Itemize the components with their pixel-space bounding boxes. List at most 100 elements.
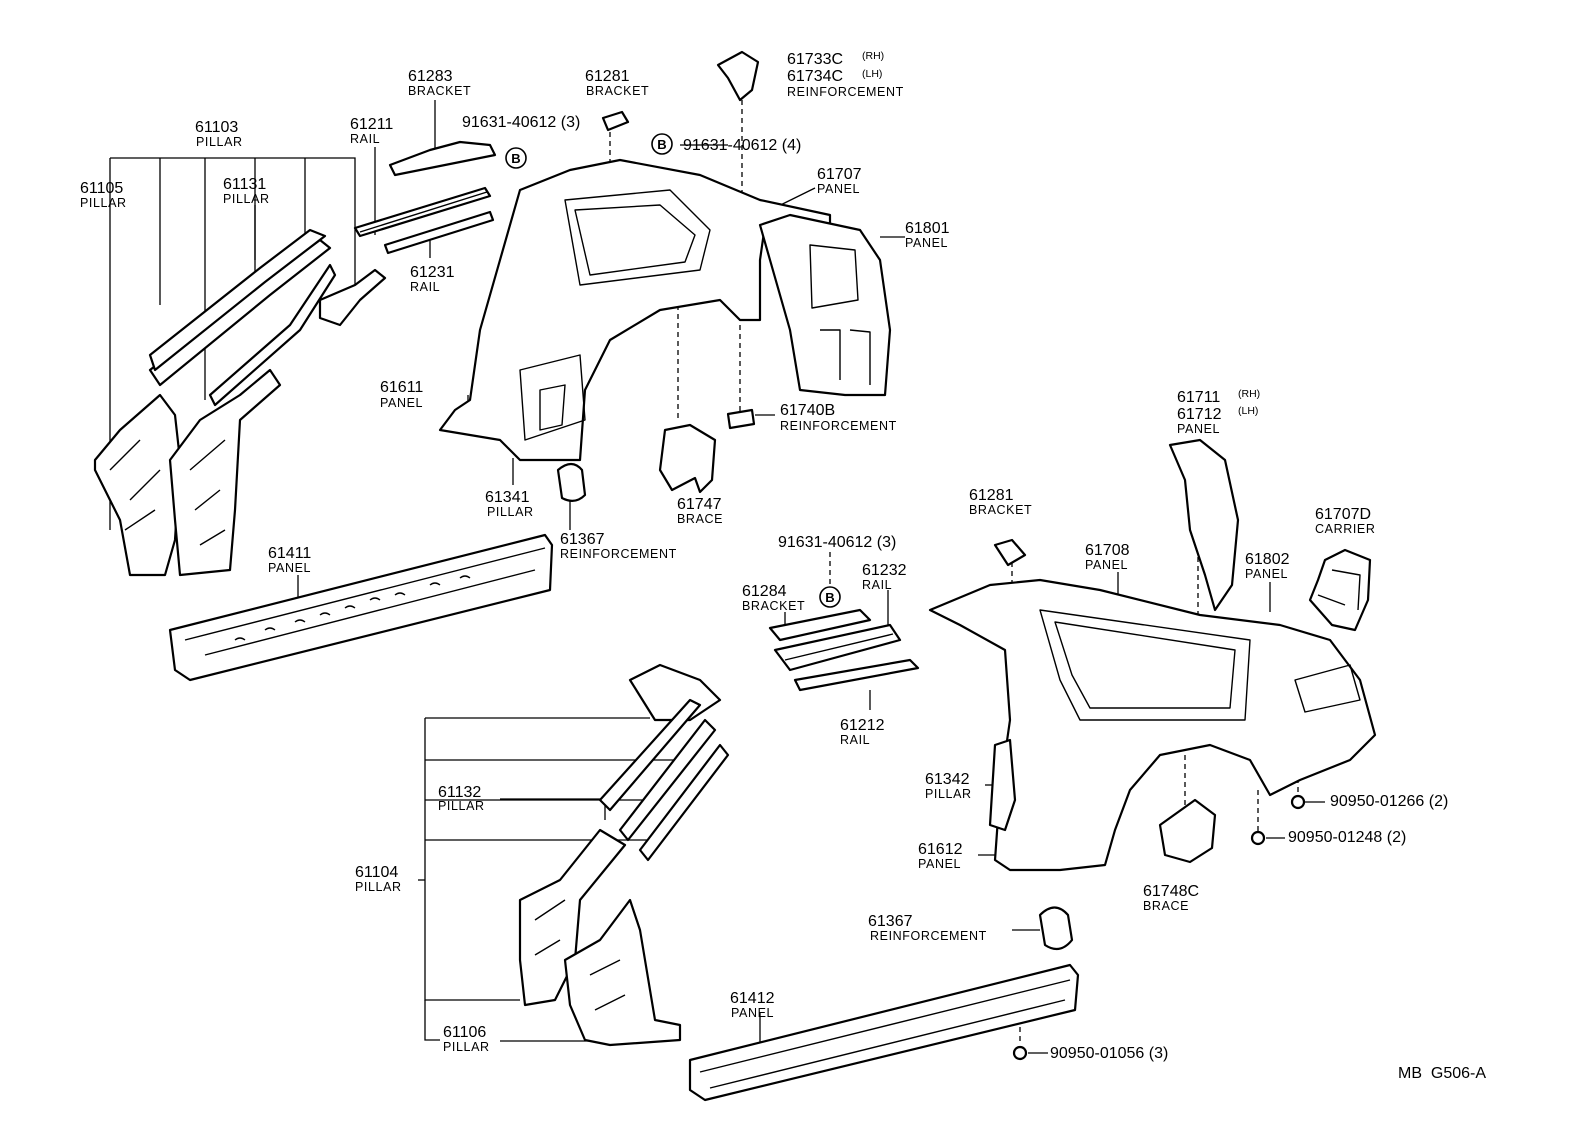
callout-61412-name: PANEL: [731, 1006, 774, 1020]
callout-61712-number: 61712: [1177, 406, 1222, 423]
callout-61367a-number: 61367: [560, 531, 605, 548]
callout-61281a-number: 61281: [585, 68, 630, 85]
callout-61281b-number: 61281: [969, 487, 1014, 504]
callout-61283-number: 61283: [408, 68, 453, 85]
pillar-61105-outline: [93, 393, 182, 577]
callout-61367a-name: REINFORCEMENT: [560, 547, 677, 561]
callout-61231-name: RAIL: [410, 280, 440, 294]
callout-61104-name: PILLAR: [355, 880, 402, 894]
diagram-code: MB G506-A: [1398, 1065, 1486, 1082]
pillar-61106-outline: [563, 898, 682, 1047]
callout-61801-number: 61801: [905, 220, 950, 237]
reinforcement-61367a-outline: [556, 462, 587, 502]
callout-61232-name: RAIL: [862, 578, 892, 592]
callout-61740-name: REINFORCEMENT: [780, 419, 897, 433]
callout-61105-name: PILLAR: [80, 196, 127, 210]
callout-61211-name: RAIL: [350, 132, 380, 146]
callout-90950c-number: 90950-01056 (3): [1050, 1045, 1168, 1062]
callout-61748-name: BRACE: [1143, 899, 1189, 913]
callout-61103-name: PILLAR: [196, 135, 243, 149]
callout-61708-name: PANEL: [1085, 558, 1128, 572]
callout-61611-name: PANEL: [380, 396, 423, 410]
callout-61211-number: 61211: [350, 116, 393, 133]
callout-61212-number: 61212: [840, 717, 885, 734]
callout-61131-number: 61131: [223, 176, 266, 193]
callout-61411-name: PANEL: [268, 561, 311, 575]
callout-61104-number: 61104: [355, 864, 398, 881]
callout-90950b-number: 90950-01248 (2): [1288, 829, 1406, 846]
callout-61212-name: RAIL: [840, 733, 870, 747]
callout-61802-number: 61802: [1245, 551, 1290, 568]
bolt-marker-b: B: [657, 137, 666, 152]
callout-61367b-number: 61367: [868, 913, 913, 930]
bolt-marker-c: B: [825, 590, 834, 605]
part-outlines: [93, 50, 1377, 1102]
callout-61103-number: 61103: [195, 119, 238, 136]
callout-91631a-number: 91631-40612 (3): [462, 114, 580, 131]
reinforcement-61733-outline: [716, 50, 760, 102]
carrier-61707d-outline: [1308, 548, 1372, 632]
callout-90950a-number: 90950-01266 (2): [1330, 793, 1448, 810]
callout-61367b-name: REINFORCEMENT: [870, 929, 987, 943]
callout-61283-name: BRACKET: [408, 84, 471, 98]
brace-61747-outline: [658, 423, 717, 494]
reinforcement-61740-outline: [726, 408, 756, 430]
rail-61212-outline: [793, 658, 920, 692]
callout-61611-number: 61611: [380, 379, 423, 396]
reinforcement-61367b-outline: [1038, 906, 1074, 951]
callout-61747-name: BRACE: [677, 512, 723, 526]
callout-61734-sup: (LH): [862, 68, 882, 80]
callout-61412-number: 61412: [730, 990, 775, 1007]
callout-61712-name: PANEL: [1177, 422, 1220, 436]
callout-61707d-number: 61707D: [1315, 506, 1371, 523]
callout-61132-name: PILLAR: [438, 799, 485, 813]
callout-61342-name: PILLAR: [925, 787, 972, 801]
callout-61801-name: PANEL: [905, 236, 948, 250]
callout-61231-number: 61231: [410, 264, 455, 281]
rail-61231-outline: [383, 210, 495, 255]
callout-61740-number: 61740B: [780, 402, 835, 419]
pillar-61131-outline: [168, 368, 282, 577]
fastener-01056: [1012, 1045, 1028, 1061]
bracket-61284-outline: [768, 608, 872, 642]
bracket-61283-outline: [388, 140, 497, 177]
callout-61411-number: 61411: [268, 545, 311, 562]
panel-61412-outline: [688, 963, 1080, 1102]
callout-61281b-name: BRACKET: [969, 503, 1032, 517]
callout-61711-sup: (RH): [1238, 388, 1260, 400]
pillar-61132-outline: [628, 663, 722, 722]
callout-61707-number: 61707: [817, 166, 862, 183]
callout-61131-name: PILLAR: [223, 192, 270, 206]
bolt-markers: B B B: [505, 133, 841, 608]
callout-61106-name: PILLAR: [443, 1040, 490, 1054]
leader-lines: [109, 100, 1325, 1054]
callout-61284-number: 61284: [742, 583, 787, 600]
callout-91631c-number: 91631-40612 (3): [778, 534, 896, 551]
callout-61707-name: PANEL: [817, 182, 860, 196]
callout-61734-name: REINFORCEMENT: [787, 85, 904, 99]
callout-61708-number: 61708: [1085, 542, 1130, 559]
callout-61733-sup: (RH): [862, 50, 884, 62]
callout-61734-number: 61734C: [787, 68, 843, 85]
callout-91631b-number: 91631-40612 (4): [683, 137, 801, 154]
callout-61612-number: 61612: [918, 841, 963, 858]
callout-61342-number: 61342: [925, 771, 970, 788]
bracket-61281b-outline: [993, 538, 1027, 567]
callout-61232-number: 61232: [862, 562, 907, 579]
callout-61612-name: PANEL: [918, 857, 961, 871]
callout-61132-number: 61132: [438, 784, 481, 801]
callout-61748-number: 61748C: [1143, 883, 1199, 900]
callout-61284-name: BRACKET: [742, 599, 805, 613]
pillar-61104-outline: [518, 828, 627, 1007]
callout-labels: 61283 BRACKET 61281 BRACKET 61733C (RH) …: [80, 50, 1486, 1082]
callout-61341-name: PILLAR: [487, 505, 534, 519]
callout-61707d-name: CARRIER: [1315, 522, 1375, 536]
bracket-61281a-outline: [601, 110, 630, 132]
callout-61802-name: PANEL: [1245, 567, 1288, 581]
panel-61711-outline: [1168, 438, 1240, 612]
callout-61106-number: 61106: [443, 1024, 486, 1041]
callout-61281a-name: BRACKET: [586, 84, 649, 98]
bolt-marker-a: B: [511, 151, 520, 166]
callout-61711-number: 61711: [1177, 389, 1220, 406]
